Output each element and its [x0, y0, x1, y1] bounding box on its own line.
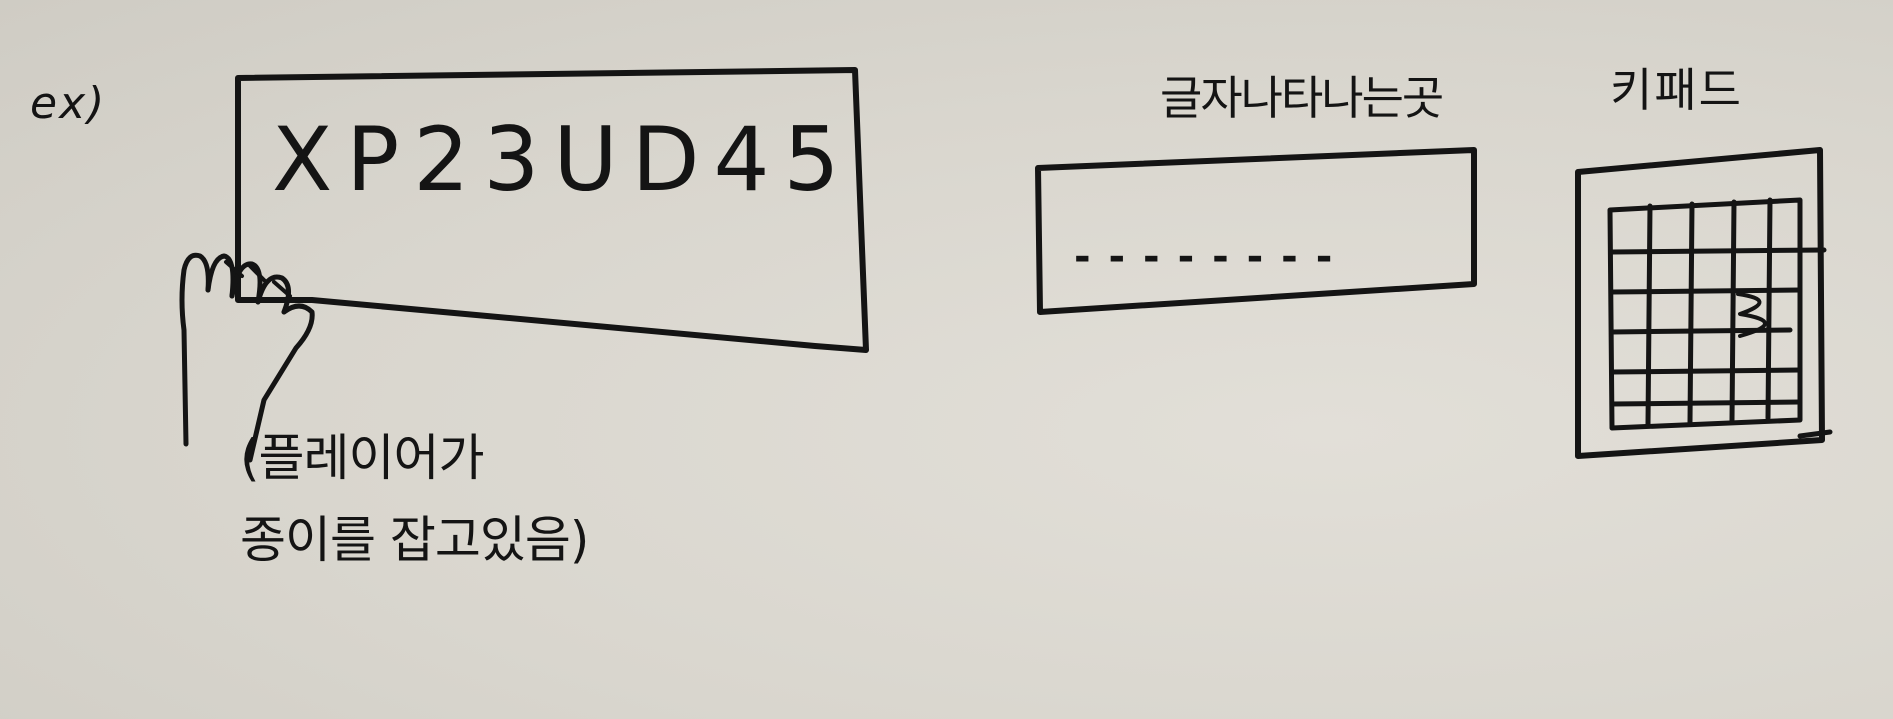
card-code: XP23UD45	[272, 108, 854, 211]
example-label: ex)	[30, 78, 107, 129]
char-display-box	[1035, 147, 1477, 315]
keypad-icon	[1575, 147, 1833, 459]
hand-icon	[179, 252, 315, 463]
keypad-title: 키패드	[1610, 63, 1743, 117]
char-display-placeholder: - - - - - - - -	[1074, 234, 1335, 280]
note-line-2: 종이를 잡고있음)	[240, 511, 589, 569]
card-outline	[235, 67, 869, 353]
char-display-title: 글자나타나는곳	[1160, 71, 1444, 125]
note-line-1: (플레이어가	[240, 429, 485, 487]
